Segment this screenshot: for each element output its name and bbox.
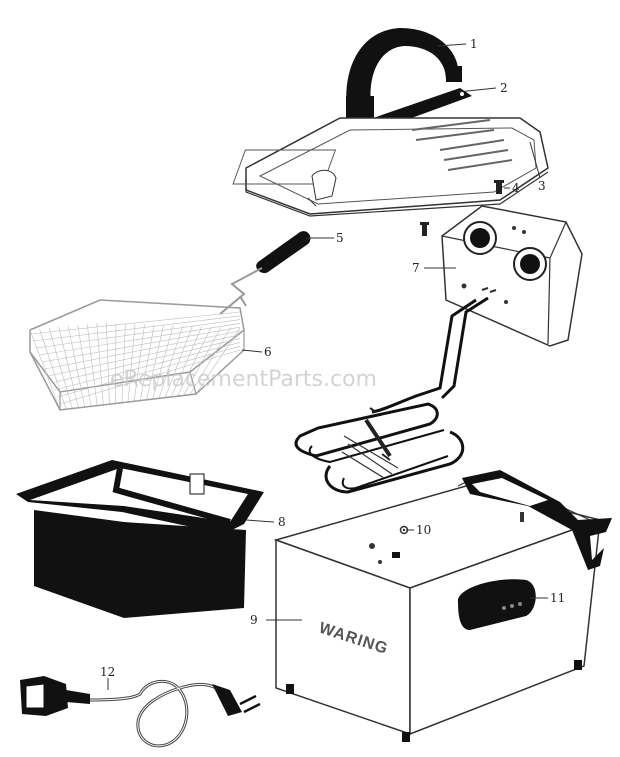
basket-mesh-wire — [170, 326, 203, 398]
part-1-lid-handle — [346, 28, 462, 118]
basket-mesh-wire — [106, 322, 110, 405]
callout-4: 4 — [512, 181, 520, 195]
basket-mesh-wire — [56, 345, 241, 398]
rear-reservoir — [462, 470, 612, 570]
part-9-fryer-housing: WARING — [273, 479, 603, 742]
callout-numbers: 1 2 3 4 5 6 7 8 9 10 11 12 — [100, 37, 565, 679]
basket-mesh-wire — [53, 342, 241, 391]
basket-mesh-wire — [47, 334, 241, 377]
basket-mesh-wire — [59, 349, 241, 405]
heating-element — [294, 296, 489, 494]
basket-mesh-wire — [41, 326, 241, 363]
callout-12: 12 — [100, 665, 115, 679]
basket-mesh-wire — [48, 327, 73, 409]
part-7-control-panel — [441, 205, 583, 347]
basket-mesh-wire — [77, 324, 92, 407]
part-3-lid — [232, 117, 549, 217]
basket-mesh-wire — [195, 327, 241, 395]
callout-8: 8 — [278, 515, 286, 529]
basket-mesh-wire — [29, 311, 241, 335]
part-4-screw — [494, 180, 504, 194]
basket-mesh-wire — [29, 329, 61, 411]
basket-mesh-wire — [38, 323, 241, 356]
part-5-basket-grip — [256, 231, 311, 274]
basket-mesh-wire — [127, 324, 136, 403]
part-11-side-handle — [457, 579, 536, 630]
basket-mesh-wire — [35, 319, 241, 349]
watermark-text: eReplacementParts.com — [110, 367, 377, 392]
basket-mesh-wire — [86, 323, 98, 406]
callout-2: 2 — [500, 81, 508, 95]
callout-9: 9 — [250, 613, 258, 627]
basket-mesh-wire — [146, 325, 164, 400]
basket-mesh-wire — [164, 326, 193, 398]
basket-mesh-wire — [177, 326, 212, 397]
callout-10: 10 — [416, 523, 431, 537]
callout-6: 6 — [264, 345, 272, 359]
callout-7: 7 — [412, 261, 420, 275]
basket-mesh-wire — [50, 338, 241, 384]
part-6-frying-basket — [29, 267, 263, 411]
callout-11: 11 — [550, 591, 565, 605]
callout-leaders — [107, 43, 548, 690]
basket-mesh-wire — [133, 324, 145, 402]
callout-3: 3 — [538, 179, 546, 193]
basket-mesh-wire — [121, 323, 126, 403]
basket-mesh-wire — [32, 315, 241, 342]
part-8-oil-pan — [16, 460, 264, 618]
part-12-power-cord — [20, 676, 261, 748]
callout-1: 1 — [470, 37, 478, 51]
basket-mesh-wire — [189, 327, 231, 395]
basket-mesh-wire — [67, 325, 86, 408]
part-4-screw-alt — [420, 222, 429, 236]
basket-mesh-wire — [44, 330, 241, 370]
basket-mesh-wire — [58, 326, 79, 408]
callout-5: 5 — [336, 231, 344, 245]
